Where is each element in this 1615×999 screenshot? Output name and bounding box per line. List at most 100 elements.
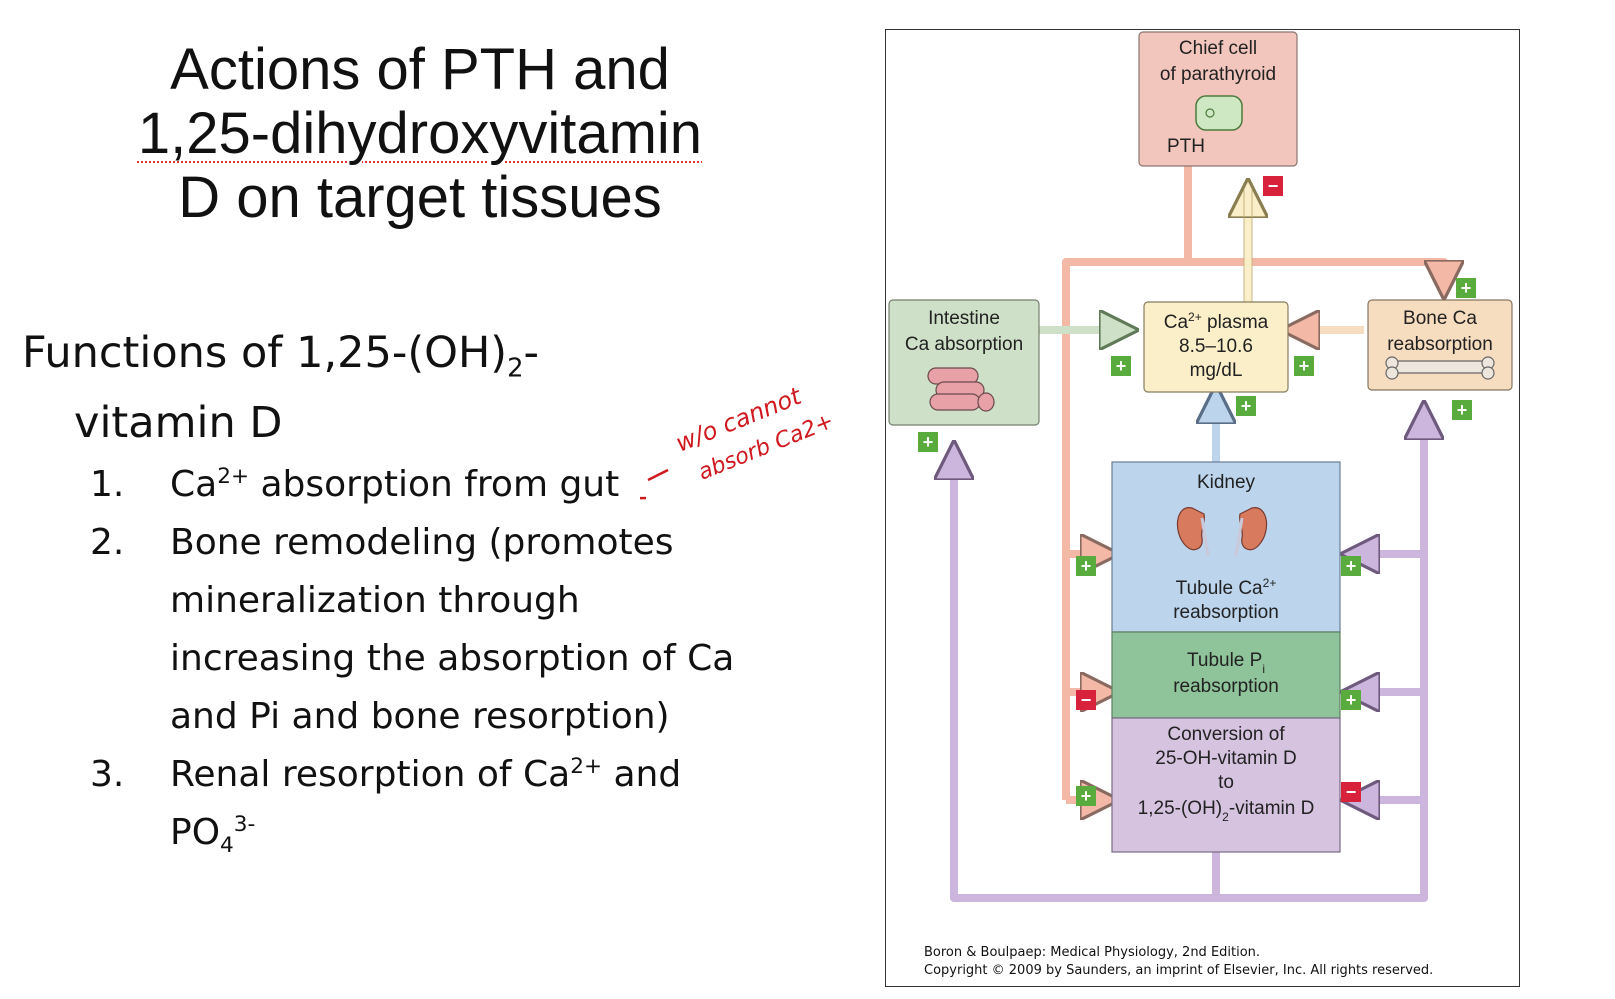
feedback-diagram: Chief cell of parathyroid PTH Intestine … bbox=[888, 31, 1513, 902]
plus-icon: + bbox=[1236, 396, 1256, 416]
heading-text: Functions of 1,25-(OH) bbox=[22, 328, 508, 378]
plasma-ca-sup: 2+ bbox=[1188, 310, 1202, 324]
item-3-sup2: 3- bbox=[233, 812, 256, 837]
item-1-pre: Ca bbox=[170, 464, 218, 505]
functions-heading-line-1: Functions of 1,25-(OH)2- bbox=[22, 318, 539, 388]
heading-dash: - bbox=[523, 328, 540, 378]
plasma-to-pth-outline bbox=[1243, 190, 1253, 302]
chief-cell-label-1: Chief cell bbox=[1179, 38, 1257, 59]
sign-markers: − + + + + + + + + − + + − bbox=[918, 176, 1476, 806]
item-1-post: absorption from gut bbox=[249, 464, 620, 505]
plasma-label-1: Ca2+ plasma bbox=[1164, 310, 1269, 333]
title-line-2-text: 1,25-dihydroxyvitamin bbox=[137, 101, 703, 166]
intestine-label-2: Ca absorption bbox=[905, 334, 1023, 355]
bone-label-2: reabsorption bbox=[1387, 334, 1493, 355]
plus-icon: + bbox=[1111, 356, 1131, 376]
conversion-label-3: to bbox=[1218, 772, 1234, 793]
minus-icon: − bbox=[1263, 176, 1283, 196]
svg-text:−: − bbox=[1081, 690, 1092, 710]
functions-heading: Functions of 1,25-(OH)2- vitamin D bbox=[22, 318, 539, 458]
plasma-ca: Ca bbox=[1164, 312, 1189, 333]
tubule-ca-sup: 2+ bbox=[1263, 576, 1277, 590]
bone-box: Bone Ca reabsorption bbox=[1367, 299, 1513, 391]
intestine-icon bbox=[927, 367, 995, 412]
title-line-1: Actions of PTH and bbox=[170, 37, 670, 102]
svg-text:+: + bbox=[1346, 556, 1357, 576]
slide-title: Actions of PTH and 1,25-dihydroxyvitamin… bbox=[70, 38, 770, 230]
tubule-pi-sub: i bbox=[1262, 662, 1265, 676]
plasma-word: plasma bbox=[1202, 312, 1269, 333]
list-item: 2. Bone remodeling (promotes mineralizat… bbox=[90, 514, 770, 746]
vitd-loop bbox=[954, 448, 1220, 902]
conversion-oh: 1,25-(OH) bbox=[1138, 798, 1222, 819]
minus-icon: − bbox=[1076, 690, 1096, 710]
physiology-figure: Chief cell of parathyroid PTH Intestine … bbox=[885, 29, 1520, 987]
svg-text:+: + bbox=[923, 432, 934, 452]
svg-text:−: − bbox=[1346, 782, 1357, 802]
pth-trunk bbox=[1062, 165, 1192, 800]
item-1-sup: 2+ bbox=[217, 464, 250, 489]
tubule-ca-label-1: Tubule Ca2+ bbox=[1176, 576, 1277, 599]
heading-subscript: 2 bbox=[507, 353, 524, 384]
kidney-label: Kidney bbox=[1197, 472, 1256, 493]
list-number: 1. bbox=[90, 464, 125, 505]
chief-cell-label-2: of parathyroid bbox=[1160, 64, 1276, 85]
item-3-mid: and bbox=[602, 754, 682, 795]
kidney-icon bbox=[1176, 507, 1268, 557]
tubule-ca-text: Tubule Ca bbox=[1176, 578, 1263, 599]
underline-stroke bbox=[640, 496, 647, 500]
caption-line-1: Boron & Boulpaep: Medical Physiology, 2n… bbox=[924, 945, 1261, 960]
conversion-label-4: 1,25-(OH)2-vitamin D bbox=[1138, 798, 1315, 824]
intestine-label-1: Intestine bbox=[928, 308, 1000, 329]
list-number: 2. bbox=[90, 522, 125, 563]
pth-label: PTH bbox=[1167, 136, 1205, 157]
dash-stroke bbox=[647, 468, 669, 482]
item-1-text: Ca2+ absorption from gut bbox=[170, 464, 619, 505]
svg-text:−: − bbox=[1268, 176, 1279, 196]
conversion-sub: 2 bbox=[1222, 810, 1229, 824]
vitd-loop-right bbox=[1216, 408, 1424, 902]
item-3-po: PO bbox=[170, 812, 221, 853]
plus-icon: + bbox=[1076, 556, 1096, 576]
chief-cell-box: Chief cell of parathyroid PTH bbox=[1138, 31, 1298, 167]
bone-icon bbox=[1385, 356, 1495, 380]
svg-text:+: + bbox=[1081, 556, 1092, 576]
tubule-ca-label-2: reabsorption bbox=[1173, 602, 1279, 623]
plus-icon: + bbox=[1452, 400, 1472, 420]
list-number: 3. bbox=[90, 754, 125, 795]
plasma-unit: mg/dL bbox=[1190, 360, 1243, 381]
functions-heading-line-2: vitamin D bbox=[74, 398, 283, 448]
bone-label-1: Bone Ca bbox=[1403, 308, 1477, 329]
tubule-pi-label-2: reabsorption bbox=[1173, 676, 1279, 697]
title-line-2: 1,25-dihydroxyvitamin bbox=[70, 102, 770, 166]
item-3-sup: 2+ bbox=[570, 754, 603, 779]
functions-list: 1. Ca2+ absorption from gut 2. Bone remo… bbox=[90, 456, 770, 862]
tubule-pi-label-1: Tubule Pi bbox=[1187, 650, 1265, 676]
conversion-vitd: -vitamin D bbox=[1229, 798, 1315, 819]
item-3-pre: Renal resorption of Ca bbox=[170, 754, 571, 795]
svg-text:+: + bbox=[1299, 356, 1310, 376]
svg-text:+: + bbox=[1461, 278, 1472, 298]
pth-to-bone bbox=[1188, 258, 1444, 292]
plus-icon: + bbox=[1341, 556, 1361, 576]
plus-icon: + bbox=[1076, 786, 1096, 806]
item-2-text: Bone remodeling (promotes mineralization… bbox=[170, 522, 735, 737]
svg-text:+: + bbox=[1081, 786, 1092, 806]
svg-text:+: + bbox=[1116, 356, 1127, 376]
plasma-range: 8.5–10.6 bbox=[1179, 336, 1253, 357]
kidney-box: Kidney Tubule Ca2+ reabsorption Tubule P… bbox=[1111, 461, 1341, 853]
conversion-label-2: 25-OH-vitamin D bbox=[1155, 748, 1296, 769]
minus-icon: − bbox=[1341, 782, 1361, 802]
intestine-box: Intestine Ca absorption bbox=[888, 299, 1040, 426]
plus-icon: + bbox=[1456, 278, 1476, 298]
svg-text:+: + bbox=[1457, 400, 1468, 420]
plasma-box: Ca2+ plasma 8.5–10.6 mg/dL bbox=[1143, 301, 1289, 393]
list-item: 1. Ca2+ absorption from gut bbox=[90, 456, 770, 514]
figure-caption: Boron & Boulpaep: Medical Physiology, 2n… bbox=[924, 944, 1433, 980]
caption-line-2: Copyright © 2009 by Saunders, an imprint… bbox=[924, 963, 1434, 978]
cell-nucleus-icon bbox=[1205, 108, 1215, 118]
conversion-label-1: Conversion of bbox=[1167, 724, 1285, 745]
tubule-pi-text: Tubule P bbox=[1187, 650, 1262, 671]
